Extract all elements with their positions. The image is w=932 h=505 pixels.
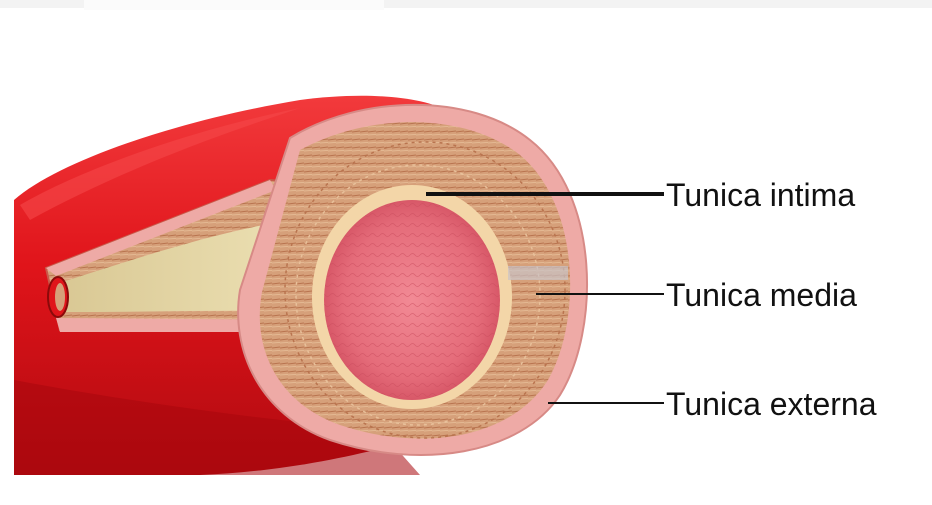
label-tunica-intima: Tunica intima bbox=[666, 177, 855, 213]
lumen-texture bbox=[324, 200, 500, 400]
channel-end-inner bbox=[55, 283, 65, 311]
media-notch bbox=[508, 266, 568, 280]
label-tunica-externa: Tunica externa bbox=[666, 386, 877, 422]
label-tunica-media: Tunica media bbox=[666, 277, 857, 313]
